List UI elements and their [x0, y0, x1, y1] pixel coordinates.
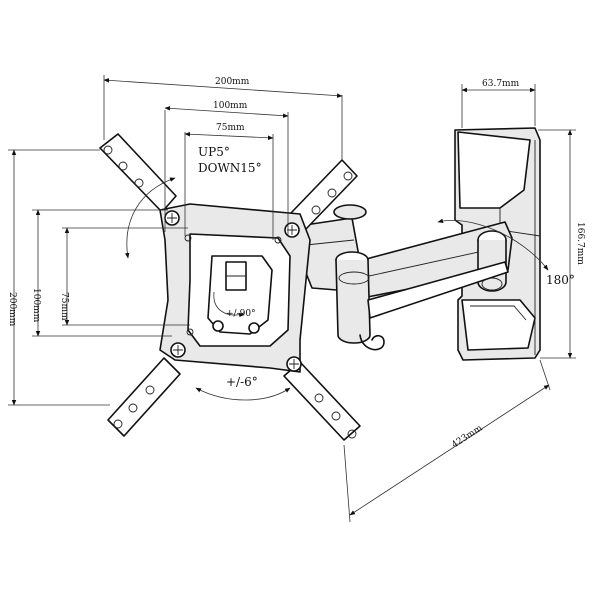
label-tilt-down: DOWN15° — [198, 161, 262, 175]
motion-arrows — [125, 177, 549, 401]
label-rotation: +/-90° — [226, 309, 256, 319]
label-width-200: 200mm — [215, 77, 250, 87]
label-swivel: 180° — [546, 273, 575, 287]
label-level: +/-6° — [226, 375, 258, 389]
label-height-75: 75mm — [59, 292, 69, 321]
vesa-arms — [99, 133, 361, 441]
label-height-166-7: 166.7mm — [575, 222, 585, 265]
dimension-lines — [8, 75, 576, 523]
label-tilt-up: UP5° — [198, 145, 230, 159]
label-height-200: 200mm — [7, 292, 17, 327]
label-height-100: 100mm — [31, 288, 41, 323]
head-plate — [159, 203, 311, 373]
labels: 200mm 100mm 75mm 200mm 100mm 75mm 63.7mm… — [7, 77, 585, 451]
label-extension-423: 423mm — [450, 423, 485, 450]
label-width-100: 100mm — [213, 101, 248, 111]
label-depth-63-7: 63.7mm — [482, 79, 520, 89]
label-width-75: 75mm — [216, 123, 245, 133]
